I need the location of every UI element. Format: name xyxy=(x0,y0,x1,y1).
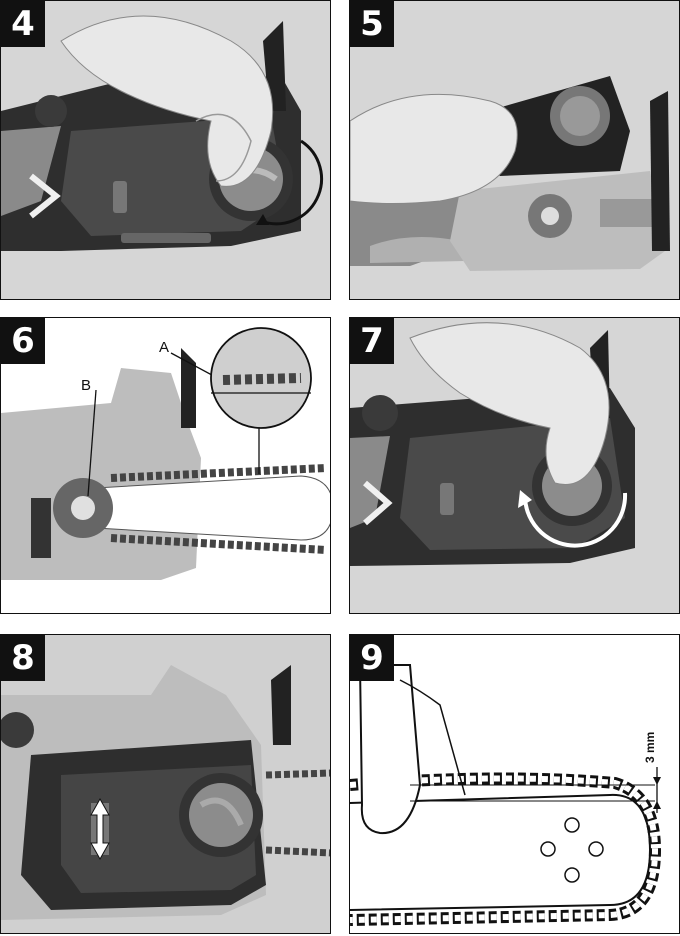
step-number-badge: 9 xyxy=(350,635,394,681)
figure-panel-7: 7 xyxy=(349,317,680,614)
step-number-badge: 5 xyxy=(350,1,394,47)
illustration-cover-removal xyxy=(350,1,679,299)
figure-panel-8: 8 xyxy=(0,634,331,934)
measurement-label: 3 mm xyxy=(643,732,657,763)
step-number-badge: 6 xyxy=(1,318,45,364)
step-number-badge: 7 xyxy=(350,318,394,364)
diagram-chain-sag-measurement: 3 mm xyxy=(350,635,679,933)
step-number-badge: 8 xyxy=(1,635,45,681)
illustration-chainsaw-cover-turn xyxy=(1,1,330,299)
figure-panel-6: 6 A B xyxy=(0,317,331,614)
figure-panel-9: 9 3 mm xyxy=(349,634,680,934)
callout-label-a: A xyxy=(159,339,169,356)
illustration-chain-installed: A B xyxy=(1,318,330,613)
callout-label-b: B xyxy=(81,377,91,394)
figure-panel-5: 5 xyxy=(349,0,680,300)
figure-panel-4: 4 xyxy=(0,0,331,300)
illustration-cover-tighten xyxy=(350,318,679,613)
illustration-chain-tension xyxy=(1,635,330,933)
step-number-badge: 4 xyxy=(1,1,45,47)
